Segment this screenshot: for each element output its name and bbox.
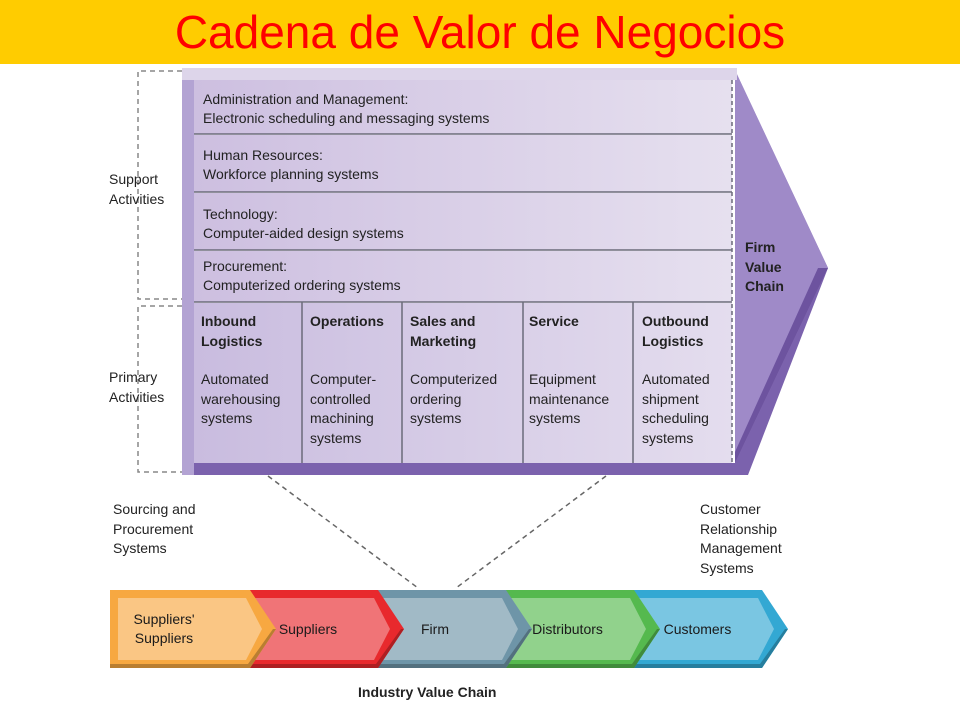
industry-value-chain-label: Industry Value Chain xyxy=(358,684,497,700)
chain-label-customers: Customers xyxy=(663,620,732,637)
chain-chevron-shadow-3 xyxy=(494,629,660,668)
support-bracket xyxy=(137,70,182,300)
chain-label-suppliers-suppliers: Suppliers' Suppliers xyxy=(133,611,195,646)
primary-sales-name: Sales and Marketing xyxy=(410,313,477,349)
chain-chevron-face-2 xyxy=(374,598,518,660)
support-procurement-name: Procurement: xyxy=(203,258,288,274)
firm-arrow-point xyxy=(735,70,828,463)
chain-chevron-face-1 xyxy=(246,598,390,660)
chain-chevron-face-3 xyxy=(502,598,646,660)
page-title: Cadena de Valor de Negocios xyxy=(174,6,786,58)
primary-service-system: Equipment maintenance systems xyxy=(529,371,610,426)
support-hr-name: Human Resources: xyxy=(203,147,323,163)
primary-inbound-system: Automated warehousing systems xyxy=(201,371,281,426)
sourcing-procurement-label: Sourcing and Procurement Systems xyxy=(113,501,196,556)
connector-left xyxy=(267,475,419,589)
firm-top-edge xyxy=(182,68,737,80)
chain-chevron-shadow-0 xyxy=(110,629,276,668)
support-tech-name: Technology: xyxy=(203,206,278,222)
primary-service-name: Service xyxy=(529,313,579,329)
support-activities-label: Support Activities xyxy=(109,171,165,207)
primary-activities-label: Primary Activities xyxy=(109,369,165,405)
support-procurement-system: Computerized ordering systems xyxy=(203,277,401,293)
support-band-tech xyxy=(194,193,732,250)
support-hr-system: Workforce planning systems xyxy=(203,166,379,182)
firm-arrow-point-shade xyxy=(735,268,828,463)
primary-outbound-name: Outbound Logistics xyxy=(642,313,709,349)
primary-band xyxy=(194,303,732,463)
primary-outbound-system: Automated shipment scheduling systems xyxy=(642,371,710,446)
firm-value-chain-label: Firm Value Chain xyxy=(745,239,784,294)
support-band-procurement xyxy=(194,251,732,302)
title-bar xyxy=(0,0,960,64)
primary-sales-system: Computerized ordering systems xyxy=(410,371,498,426)
support-band-admin xyxy=(194,80,732,134)
chain-chevron-shadow-2 xyxy=(366,629,532,668)
chain-label-suppliers: Suppliers xyxy=(278,620,338,637)
support-tech-system: Computer-aided design systems xyxy=(203,225,404,241)
support-admin-name: Administration and Management: xyxy=(203,91,409,107)
chain-chevron-face-0 xyxy=(118,598,262,660)
chain-label-firm: Firm xyxy=(421,620,449,637)
primary-bracket xyxy=(137,305,182,473)
chain-chevron-face-4 xyxy=(630,598,774,660)
crm-systems-label: Customer Relationship Management Systems xyxy=(700,501,782,576)
connector-right xyxy=(455,475,607,589)
support-band-hr xyxy=(194,135,732,192)
chain-chevron-shadow-1 xyxy=(238,629,404,668)
chain-label-distributors: Distributors xyxy=(532,620,603,637)
primary-inbound-name: Inbound Logistics xyxy=(201,313,263,349)
primary-operations-system: Computer- controlled machining systems xyxy=(310,371,377,446)
primary-operations-name: Operations xyxy=(310,313,384,329)
support-admin-system: Electronic scheduling and messaging syst… xyxy=(203,110,490,126)
firm-left-edge xyxy=(182,70,194,475)
chain-chevron-shadow-4 xyxy=(622,629,788,668)
